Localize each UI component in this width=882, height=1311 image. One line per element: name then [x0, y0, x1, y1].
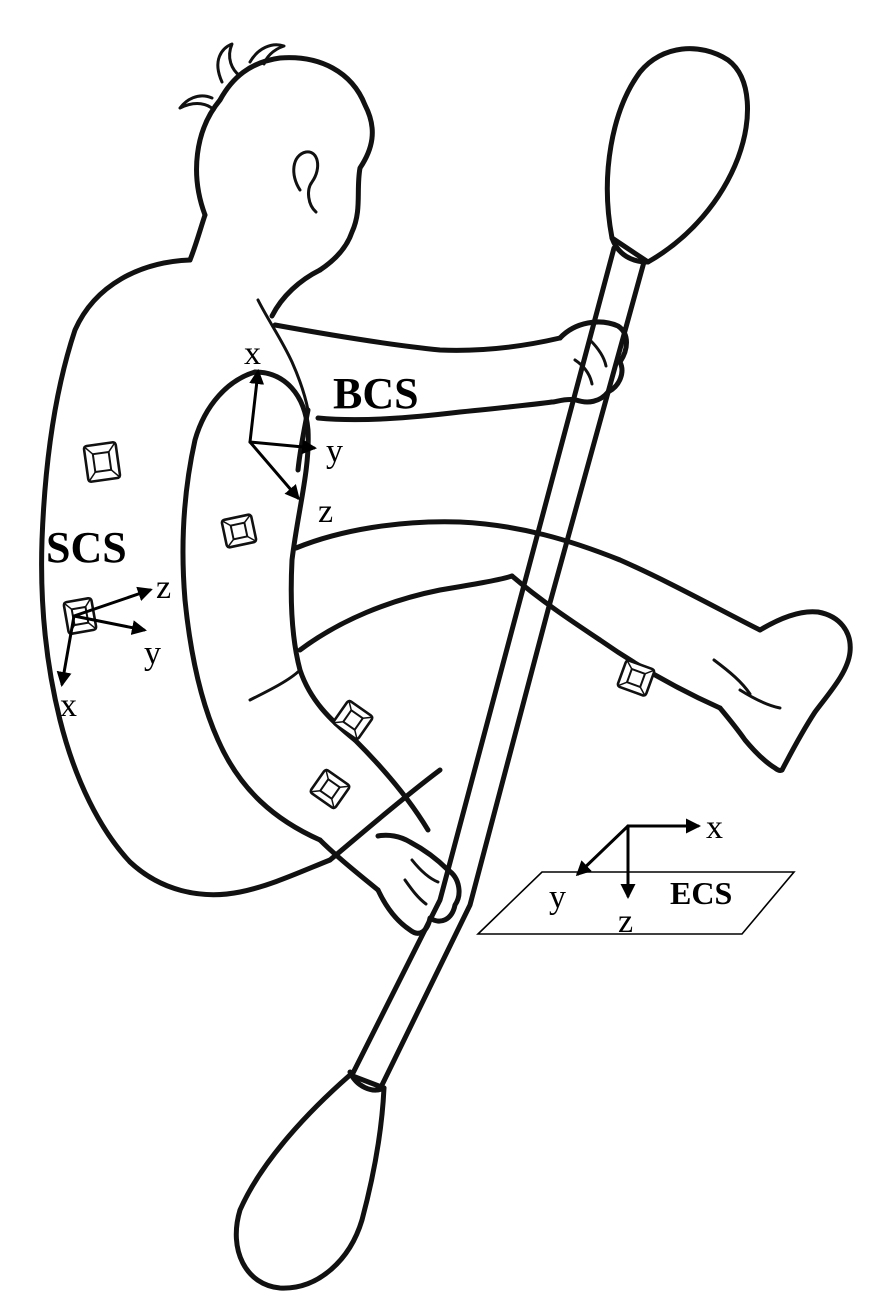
bcs-x-label: x: [244, 335, 261, 372]
scs-x-axis: [56, 614, 76, 687]
bcs-frame-label: BCS: [333, 369, 419, 418]
ecs-frame: x y z ECS: [476, 809, 796, 940]
sensor-marker-back-upper: [82, 441, 122, 483]
bcs-frame: x y z BCS: [244, 335, 419, 530]
thigh-lower: [297, 573, 515, 653]
scs-frame-label: SCS: [46, 523, 127, 572]
ecs-z-label: z: [618, 903, 633, 940]
sensor-marker-shin: [616, 659, 656, 697]
bcs-z-label: z: [318, 493, 333, 530]
scs-z-axis: [72, 586, 153, 618]
bcs-y-axis: [248, 439, 317, 455]
ear: [292, 150, 320, 214]
bcs-y-label: y: [326, 433, 343, 470]
sensor-marker-forearm-upper: [332, 699, 374, 741]
paddler-body: [39, 42, 853, 936]
paddle: [233, 46, 750, 1291]
sensor-marker-forearm-lower: [309, 768, 351, 810]
paddle-shaft: [349, 245, 617, 1078]
shin: [757, 609, 853, 773]
scs-x-label: x: [60, 687, 77, 724]
far-arm: [272, 322, 563, 353]
ecs-frame-label: ECS: [670, 875, 732, 911]
scs-frame: x y z SCS: [46, 523, 171, 724]
ecs-ground-plane: [476, 871, 796, 935]
head: [194, 55, 375, 273]
sensor-marker-upper-arm: [220, 513, 258, 549]
scs-z-label: z: [156, 569, 171, 606]
upper-hand: [549, 319, 629, 405]
paddle-upper-blade: [604, 46, 750, 265]
ecs-y-axis: [575, 824, 630, 877]
scs-y-label: y: [144, 635, 161, 672]
back-outline: [39, 257, 333, 898]
lower-hand: [375, 832, 462, 936]
upper-arm: [180, 369, 323, 843]
ecs-x-label: x: [706, 809, 723, 846]
ecs-y-label: y: [549, 879, 566, 916]
paddle-lower-blade: [233, 1072, 387, 1291]
scs-y-axis: [72, 614, 147, 636]
sensor-markers: [62, 441, 656, 810]
forearm: [352, 737, 431, 833]
bcs-z-axis: [248, 440, 300, 501]
bcs-x-axis: [248, 369, 265, 444]
thigh-upper: [293, 519, 763, 633]
